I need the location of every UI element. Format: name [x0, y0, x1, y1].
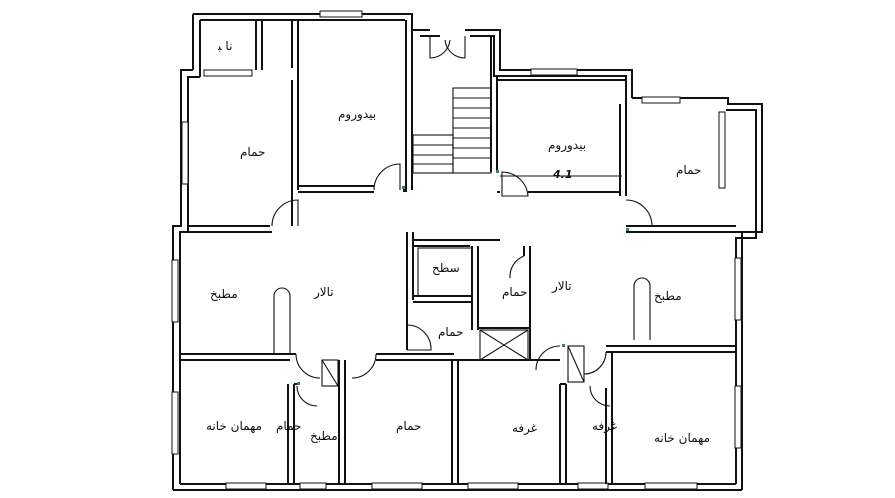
- doors: [271, 36, 653, 407]
- room-label-hall-2: ﺗﺎﻻﺭ: [551, 279, 572, 294]
- dimension-label: 4.1: [552, 168, 573, 181]
- room-label-hall-1: ﺗﺎﻻﺭ: [313, 285, 334, 300]
- interior-walls: [180, 20, 742, 484]
- room-label-guest-2: ﻣﻬﻤﺎﻥ ﺧﺎﻧﻪ: [654, 431, 710, 445]
- room-labels: ﻧﺎ ﺒ ﺑﯿﺪﻭﺭﻭﻡ ﺣﻤﺎﻡ ﺑﯿﺪﻭﺭﻭﻡ ﺣﻤﺎﻡ ﺳﻄﺢ ﻣﻄﺒﺦ …: [206, 39, 710, 445]
- room-label-kitchen-3: ﻣﻄﺒﺦ: [310, 429, 338, 443]
- room-label-guest-1: ﻣﻬﻤﺎﻥ ﺧﺎﻧﻪ: [206, 419, 262, 433]
- room-label-kitchen-1: ﻣﻄﺒﺦ: [210, 287, 238, 301]
- room-label-kitchen-2: ﻣﻄﺒﺦ: [654, 289, 682, 303]
- room-label-bath-6: ﺣﻤﺎﻡ: [276, 419, 301, 433]
- room-label-bedroom-1: ﺑﯿﺪﻭﺭﻭﻡ: [338, 107, 376, 122]
- markers: [297, 170, 629, 385]
- room-label-room-2: ﻏﺮﻓﻪ: [592, 419, 617, 434]
- stairs: [413, 97, 491, 165]
- room-label-bedroom-2: ﺑﯿﺪﻭﺭﻭﻡ: [548, 138, 586, 153]
- room-label-bath-2: ﺣﻤﺎﻡ: [676, 163, 701, 177]
- dimension-line: 4.1: [500, 168, 622, 181]
- room-label-bath-1: ﺣﻤﺎﻡ: [240, 145, 265, 159]
- room-label-bath-4: ﺣﻤﺎﻡ: [438, 325, 463, 339]
- room-label-bath-3: ﺣﻤﺎﻡ: [502, 285, 527, 299]
- room-label-store: ﻧﺎ ﺒ: [217, 39, 232, 53]
- room-label-terrace: ﺳﻄﺢ: [432, 261, 460, 275]
- windows: [171, 10, 742, 490]
- room-label-bath-5: ﺣﻤﺎﻡ: [396, 419, 421, 433]
- room-label-room-1: ﻏﺮﻓﻪ: [512, 421, 537, 436]
